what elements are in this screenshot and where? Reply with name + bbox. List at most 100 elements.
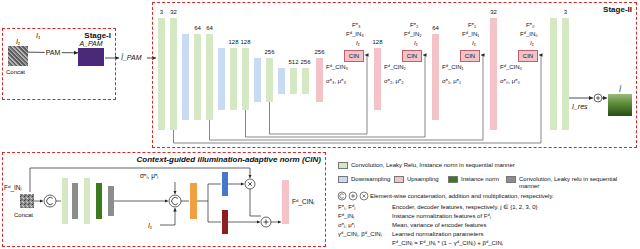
encoder-bars: [266, 58, 273, 102]
image-label: A_PAM: [78, 40, 104, 48]
annotation-label: 3: [160, 9, 163, 16]
annotation-label: I₁: [148, 222, 152, 229]
skip-connection: [246, 55, 426, 137]
annotation-label: Fᵉ₁: [468, 22, 476, 29]
region-title: Stage-I: [84, 31, 111, 40]
image-block: Î: [608, 86, 632, 116]
encoder-bars: [158, 18, 309, 130]
definition-text: Mean, variance of encoder features: [392, 222, 486, 229]
region-title: Context-guided illumination-adaptive nor…: [137, 155, 321, 164]
annotation-label: 128: [228, 39, 238, 46]
cin-block: CIN: [460, 50, 480, 62]
legend-symbol: [360, 192, 368, 200]
annotation-label: I₁: [356, 40, 360, 47]
cin-illustration: [20, 194, 34, 208]
encoder-bars: [278, 68, 285, 94]
skip-connection: [270, 55, 368, 134]
annotation-label: σᵉ₀, μᵉ₀: [500, 78, 520, 85]
encoder-bars: [170, 18, 177, 130]
cin-illustration: [96, 183, 102, 219]
encoder-bars: [206, 34, 213, 120]
encoder-bars: [230, 48, 237, 110]
cin-block: CIN: [344, 50, 364, 62]
annotation-label: Fᵈ_IN₂: [404, 31, 422, 38]
cin-illustration: [228, 222, 260, 223]
image-graphic: [8, 46, 28, 66]
annotation-label: Fᵈ_CIN₀: [500, 64, 522, 71]
annotation-label: Fᵈ_CIN₁: [442, 64, 464, 71]
cin-illustration: [160, 208, 175, 225]
encoder-bars: [194, 34, 201, 120]
legend-symbol: [362, 194, 365, 197]
cin-illustration: [56, 201, 61, 202]
cin-illustration: [34, 201, 43, 202]
annotation-label: Fᵈ_CINⱼ: [292, 198, 314, 205]
stage-region: Stage-I I₁ A_PAM: [2, 28, 116, 100]
annotation-label: Î_PAM: [121, 54, 142, 62]
legend-symbol: [349, 192, 357, 200]
annotation-label: Fᵉ₃: [352, 22, 360, 29]
cin-illustration: [222, 210, 228, 234]
legend-item: Downsampling: [338, 176, 390, 183]
annotation-label: 512: [288, 59, 298, 66]
decoder-bars: [374, 48, 381, 110]
cin-illustration: [222, 172, 228, 196]
legend-text: Downsampling: [351, 176, 390, 183]
annotation-label: I_res: [572, 103, 588, 111]
legend-swatch: [506, 176, 516, 183]
annotation-label: I₁: [472, 40, 476, 47]
region-title: Stage-II: [603, 5, 632, 14]
annotation-label: I₁: [530, 40, 534, 47]
annotation-label: I₁: [36, 32, 40, 40]
annotation-label: Fᵈ_IN₀: [520, 31, 538, 38]
cin-illustration: [264, 220, 269, 225]
legend-item: Convolution, Leaky Relu, Instance norm i…: [338, 162, 515, 169]
block-label: CIN: [522, 52, 534, 60]
skip-connection: [210, 55, 484, 140]
cin-illustration: [44, 195, 56, 207]
legend-item: Instance norm: [448, 176, 499, 183]
flow-arrow: [105, 58, 119, 59]
legend-item: Element-wise concatenation, addition and…: [370, 193, 554, 200]
cin-block: CIN: [402, 50, 422, 62]
cin-illustration: [30, 168, 250, 192]
annotation-label: Concat: [6, 69, 25, 76]
annotation-label: 64: [432, 25, 439, 32]
annotation-label: 256: [314, 49, 324, 56]
block-label: CIN: [464, 52, 476, 60]
cin-illustration: [250, 189, 261, 216]
cin-illustration: [271, 222, 281, 223]
legend-symbol: [338, 192, 368, 200]
cin-illustration: [228, 184, 244, 185]
annotation-label: 256: [300, 59, 310, 66]
decoder-bars: [316, 58, 323, 102]
annotation-label: Fᵉ₂: [410, 22, 418, 29]
annotation-label: I₁: [414, 40, 418, 47]
encoder-bars: [218, 48, 225, 110]
definition-text: Learned normalization parameters: [392, 231, 483, 238]
annotation-label: Concat: [14, 212, 33, 219]
decoder-bars: [316, 18, 569, 130]
cin-illustration: [108, 186, 114, 216]
flow-arrow: [105, 58, 607, 98]
encoder-bars: [302, 68, 309, 94]
legend-text: Upsampling: [407, 176, 439, 183]
annotation-label: σᵉ₂, μᵉ₂: [384, 78, 404, 85]
block-label: CIN: [348, 52, 360, 60]
definition-text: Instance normalization features of Fᵈⱼ: [392, 213, 491, 220]
legend-symbol: [340, 194, 344, 198]
cin-illustration: [181, 201, 189, 202]
skip-connection: [174, 55, 542, 143]
skip-connection: [174, 55, 542, 143]
cin-illustration: [248, 182, 251, 185]
cin-illustration: [47, 197, 53, 204]
image-label: Î: [608, 86, 632, 94]
add-symbol: [594, 94, 602, 102]
image-graphic: [608, 94, 632, 116]
cin-illustration: [261, 217, 271, 227]
annotation-label: Fᵈ_IN₃: [346, 31, 364, 38]
annotation-label: 32: [170, 9, 177, 16]
definition-text: Encoder, decoder features, respectively.…: [392, 204, 538, 211]
cin-illustration: [114, 201, 168, 202]
legend-text: Element-wise concatenation, addition and…: [370, 193, 554, 200]
